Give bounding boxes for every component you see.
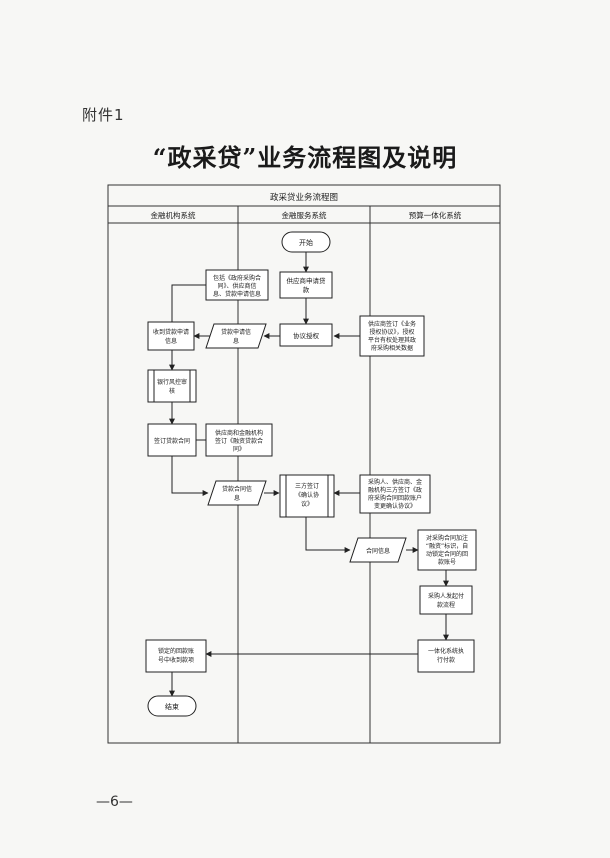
data-loan-application-line-2: 息 [233, 337, 239, 345]
data-contract-info-label: 合同信息 [366, 547, 390, 555]
node-mark-financing-line-3: 动锁定合同的回 [426, 550, 468, 558]
node-end-label: 结束 [165, 702, 179, 711]
diagram-title: 政采贷业务流程图 [270, 192, 338, 203]
note-tripartite-line-1: 采购人、供应商、金 [368, 478, 422, 486]
note-tripartite-line-2: 融机构三方签订《政 [368, 486, 422, 494]
node-apply-loan: 供应商申请贷 款 [279, 271, 333, 299]
note-financing-line-3: 同》 [233, 446, 245, 453]
note-business-auth-line-4: 府采购相关数据 [371, 344, 413, 352]
node-mark-financing-line-1: 对采购合同加注 [426, 534, 468, 542]
note-financing-line-1: 供应商和金融机构 [215, 429, 263, 437]
node-risk-review: 银行风控审 核 [147, 369, 197, 403]
node-receive-application: 收到贷款申请 信息 [147, 321, 195, 351]
note-apply-line-1: 包括《政府采购合 [213, 274, 261, 282]
note-apply-line-3: 息、贷款申请信息 [213, 290, 261, 298]
node-receive-funds: 锁定的回款账 号中收到款项 [145, 639, 207, 673]
lane-header-bank: 金融机构系统 [151, 210, 196, 220]
node-agreement-auth-label: 协议授权 [293, 331, 320, 340]
node-mark-financing-line-2: “融资”标识，自 [426, 542, 468, 550]
note-financing-contract: 供应商和金融机构 签订《融资贷款合 同》 [205, 423, 273, 457]
node-execute-payment: 一体化系统执 行付款 [417, 639, 475, 673]
page-number: —6— [96, 794, 133, 810]
note-tripartite-parties: 采购人、供应商、金 融机构三方签订《政 府采购合同回款账户 变更确认协议》 [359, 474, 431, 514]
node-execute-payment-line-1: 一体化系统执 [428, 647, 464, 655]
note-financing-line-2: 签订《融资贷款合 [215, 437, 263, 445]
data-loan-application: 贷款申请信 息 [205, 323, 267, 349]
node-agreement-auth: 协议授权 [279, 323, 333, 347]
node-receive-line-2: 信息 [165, 337, 177, 345]
node-start: 开始 [281, 231, 331, 253]
note-apply-line-2: 同》、供应商信 [217, 282, 256, 290]
node-tripartite-line-1: 三方签订 [295, 482, 319, 490]
data-contract-info: 合同信息 [349, 537, 407, 563]
note-apply-contents: 包括《政府采购合 同》、供应商信 息、贷款申请信息 [205, 269, 269, 301]
node-tripartite-line-3: 议》 [301, 500, 313, 508]
node-mark-financing: 对采购合同加注 “融资”标识，自 动锁定合同的回 款账号 [417, 529, 477, 571]
annex-label: 附件1 [82, 106, 125, 124]
node-sign-loan-contract-label: 签订贷款合同 [154, 437, 190, 445]
node-execute-payment-line-2: 行付款 [437, 656, 455, 664]
node-apply-loan-line-2: 款 [303, 285, 310, 294]
data-loan-contract-line-1: 贷款合同信 [222, 485, 252, 493]
node-initiate-payment: 采购人发起付 款流程 [419, 585, 473, 615]
note-business-auth-line-2: 授权协议》，授权 [369, 328, 414, 336]
note-business-auth-line-3: 平台有权处理其政 [368, 336, 416, 344]
note-business-auth-line-1: 供应商签订《业务 [368, 320, 416, 328]
node-initiate-payment-line-2: 款流程 [437, 601, 455, 609]
node-apply-loan-line-1: 供应商申请贷 [287, 276, 327, 285]
lane-header-budget: 预算一体化系统 [409, 210, 462, 220]
lane-header-finance: 金融服务系统 [282, 210, 327, 220]
data-loan-contract-line-2: 息 [234, 494, 240, 502]
connectors [169, 252, 449, 697]
node-tripartite-agreement: 三方签订 《确认协 议》 [279, 474, 335, 518]
node-tripartite-line-2: 《确认协 [295, 491, 319, 499]
node-risk-review-line-2: 核 [169, 387, 175, 395]
note-tripartite-line-3: 府采购合同回款账户 [368, 494, 422, 502]
node-receive-funds-line-2: 号中收到款项 [158, 656, 194, 664]
note-business-authorization: 供应商签订《业务 授权协议》，授权 平台有权处理其政 府采购相关数据 [359, 315, 425, 357]
data-loan-application-line-1: 贷款申请信 [221, 328, 251, 336]
node-receive-line-1: 收到贷款申请 [153, 328, 189, 336]
document-title: “政采贷”业务流程图及说明 [152, 143, 458, 172]
node-sign-loan-contract: 签订贷款合同 [147, 423, 197, 457]
note-tripartite-line-4: 变更确认协议》 [374, 502, 416, 510]
node-mark-financing-line-4: 款账号 [438, 558, 456, 566]
node-receive-funds-line-1: 锁定的回款账 [158, 647, 194, 655]
node-start-label: 开始 [299, 238, 313, 247]
node-initiate-payment-line-1: 采购人发起付 [428, 592, 464, 600]
node-end: 结束 [147, 695, 197, 717]
node-risk-review-line-1: 银行风控审 [157, 378, 187, 386]
data-loan-contract: 贷款合同信 息 [207, 480, 267, 506]
